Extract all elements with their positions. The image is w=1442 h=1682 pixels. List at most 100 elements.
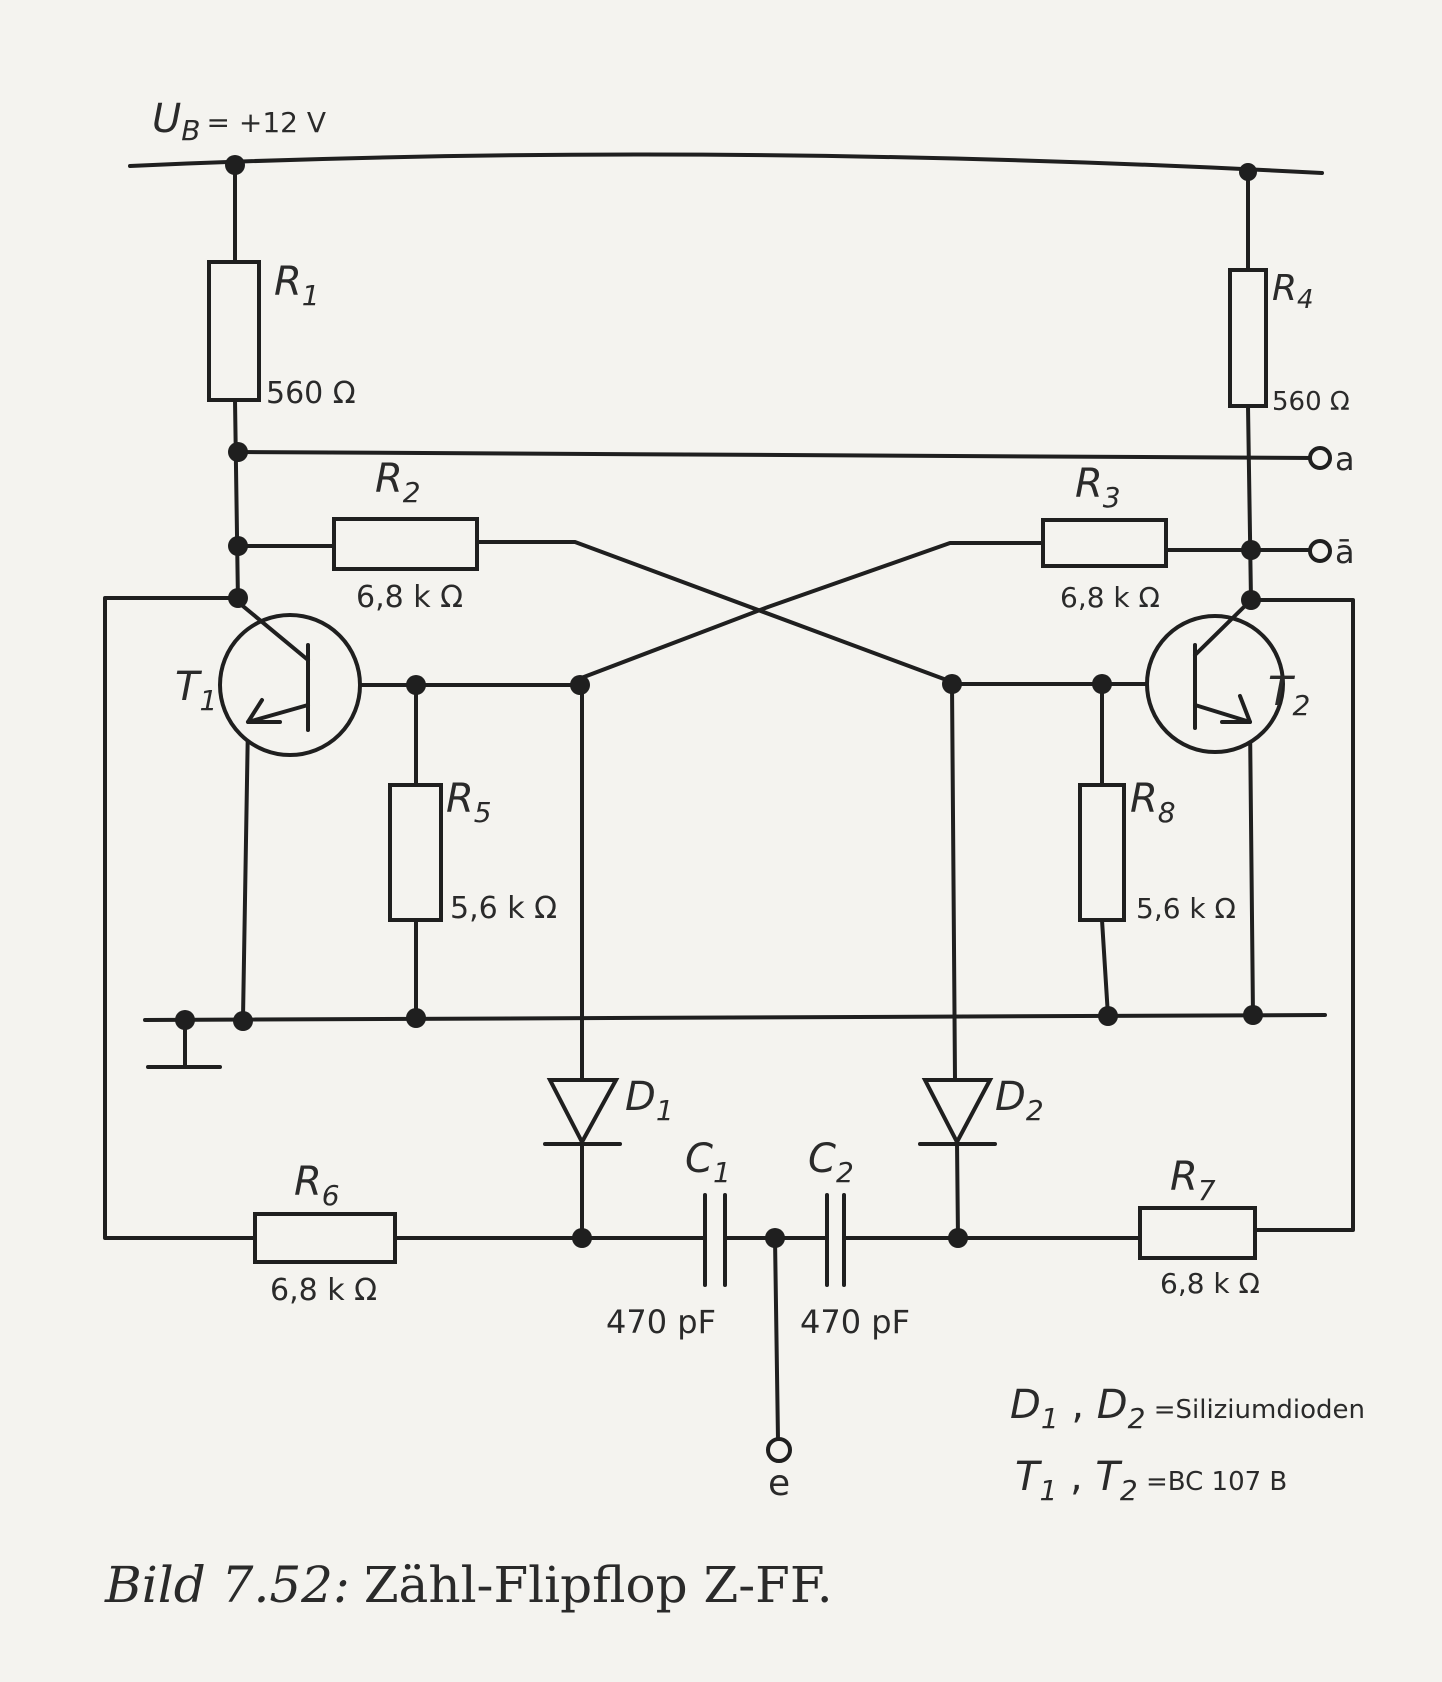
resistor-r5	[388, 783, 443, 922]
transistor-t2-collector	[1193, 598, 1253, 657]
note-transistors-s1: 1	[1039, 1474, 1057, 1507]
capacitors	[703, 1193, 846, 1287]
labels: UB= +12 V R1 560 Ω R4 560 Ω R2 6,8 k Ω R…	[104, 96, 1365, 1614]
junction	[1241, 590, 1261, 610]
junction	[406, 675, 426, 695]
d1-sub: 1	[656, 1094, 674, 1127]
resistor-r1	[207, 260, 261, 402]
r8-sub: 8	[1158, 796, 1176, 829]
terminal-a-label: a	[1335, 440, 1355, 478]
r6-name: R	[294, 1159, 322, 1205]
junction	[1092, 674, 1112, 694]
d2-label: D2	[995, 1074, 1044, 1127]
transistor-t1	[218, 600, 362, 757]
transistor-t1-body	[218, 613, 362, 757]
c2-name: C	[808, 1136, 836, 1182]
resistor-r7	[1138, 1206, 1257, 1260]
caption-number: Bild 7.52:	[104, 1556, 350, 1614]
junction	[765, 1228, 785, 1248]
wire-r4-bottom	[1246, 404, 1253, 602]
wire-d2-cathode	[955, 1140, 960, 1240]
junction	[225, 155, 245, 175]
r5-value: 5,6 k Ω	[450, 891, 557, 926]
c2-sub: 2	[836, 1156, 854, 1189]
diode-d2-triangle	[921, 1078, 994, 1147]
t2-sub: 2	[1292, 689, 1310, 722]
r1-value: 560 Ω	[266, 376, 356, 411]
r3-label: R3	[1075, 461, 1121, 514]
note-diodes-sep: ,	[1059, 1382, 1097, 1428]
caption-title: Zähl-Flipflop Z-FF.	[364, 1556, 833, 1614]
c1-label: C1	[685, 1136, 731, 1189]
resistor-r8	[1078, 783, 1126, 922]
r5-name: R	[446, 776, 474, 822]
r7-value: 6,8 k Ω	[1160, 1267, 1260, 1300]
junction	[406, 1008, 426, 1028]
diode-d2	[918, 1078, 997, 1147]
r5-label: R5	[446, 776, 492, 829]
supply-label: UB= +12 V	[152, 96, 326, 147]
r4-sub: 4	[1297, 285, 1314, 315]
figure-caption: Bild 7.52:Zähl-Flipflop Z-FF.	[104, 1556, 833, 1614]
t1-sub: 1	[199, 684, 217, 717]
c1-value: 470 pF	[606, 1303, 716, 1341]
r4-name: R	[1272, 268, 1297, 309]
r4-label: R4	[1272, 268, 1314, 315]
junction	[233, 1011, 253, 1031]
junction	[228, 442, 248, 462]
note-diodes-n1: D	[1010, 1382, 1041, 1428]
t2-name: T	[1268, 669, 1296, 715]
d1-name: D	[625, 1074, 656, 1120]
c1-sub: 1	[713, 1156, 731, 1189]
r7-sub: 7	[1198, 1174, 1216, 1207]
wire-r1-bottom	[233, 398, 240, 604]
note-transistors-text: =BC 107 B	[1138, 1467, 1288, 1497]
d1-label: D1	[625, 1074, 674, 1127]
note-diodes-text: =Siliziumdioden	[1145, 1395, 1365, 1425]
note-diodes-s1: 1	[1041, 1402, 1059, 1435]
transistor-t1-collector	[236, 600, 310, 662]
supply-rail	[128, 152, 1324, 175]
c2-value: 470 pF	[800, 1303, 910, 1341]
junction	[175, 1010, 195, 1030]
note-transistors-n1: T	[1015, 1454, 1043, 1500]
r2-label: R2	[375, 456, 421, 509]
r6-value: 6,8 k Ω	[270, 1273, 377, 1308]
junction	[1239, 163, 1257, 181]
note-transistors-s2: 2	[1120, 1474, 1138, 1507]
r4-value: 560 Ω	[1272, 387, 1350, 417]
resistor-r6	[253, 1212, 397, 1264]
junction	[942, 674, 962, 694]
wire-feedback-right	[1251, 598, 1355, 1232]
r8-value: 5,6 k Ω	[1136, 892, 1236, 925]
r2-value: 6,8 k Ω	[356, 580, 463, 615]
junction	[1243, 1005, 1263, 1025]
diode-d1	[543, 1078, 622, 1147]
note-diodes: D1 , D2 =Siliziumdioden	[1010, 1382, 1365, 1435]
wire-t1-emitter	[241, 720, 250, 1020]
t1-name: T	[175, 664, 203, 710]
resistor-r3	[1041, 518, 1168, 568]
diode-d1-triangle	[546, 1078, 620, 1147]
terminal-a-bar	[1308, 539, 1332, 563]
wire-r2-cross	[475, 540, 954, 684]
note-transistors: T1 , T2 =BC 107 B	[1015, 1454, 1287, 1507]
wire-t2-emitter	[1248, 720, 1255, 1018]
junction	[948, 1228, 968, 1248]
terminal-a	[1308, 446, 1332, 470]
terminal-a-bar-label: ā	[1335, 533, 1355, 571]
transistor-t2-arrow	[1220, 694, 1252, 724]
junction	[1098, 1006, 1118, 1026]
r2-sub: 2	[403, 476, 421, 509]
r1-sub: 1	[302, 279, 320, 312]
ground-rail	[143, 1013, 1327, 1022]
r7-name: R	[1170, 1154, 1198, 1200]
transistor-t1-arrow	[246, 698, 282, 724]
r3-value: 6,8 k Ω	[1060, 581, 1160, 614]
supply-label-sub: B	[181, 114, 200, 147]
supply-label-value: = +12 V	[207, 106, 327, 139]
c2-label: C2	[808, 1136, 854, 1189]
d2-name: D	[995, 1074, 1026, 1120]
note-transistors-sep: ,	[1057, 1454, 1095, 1500]
